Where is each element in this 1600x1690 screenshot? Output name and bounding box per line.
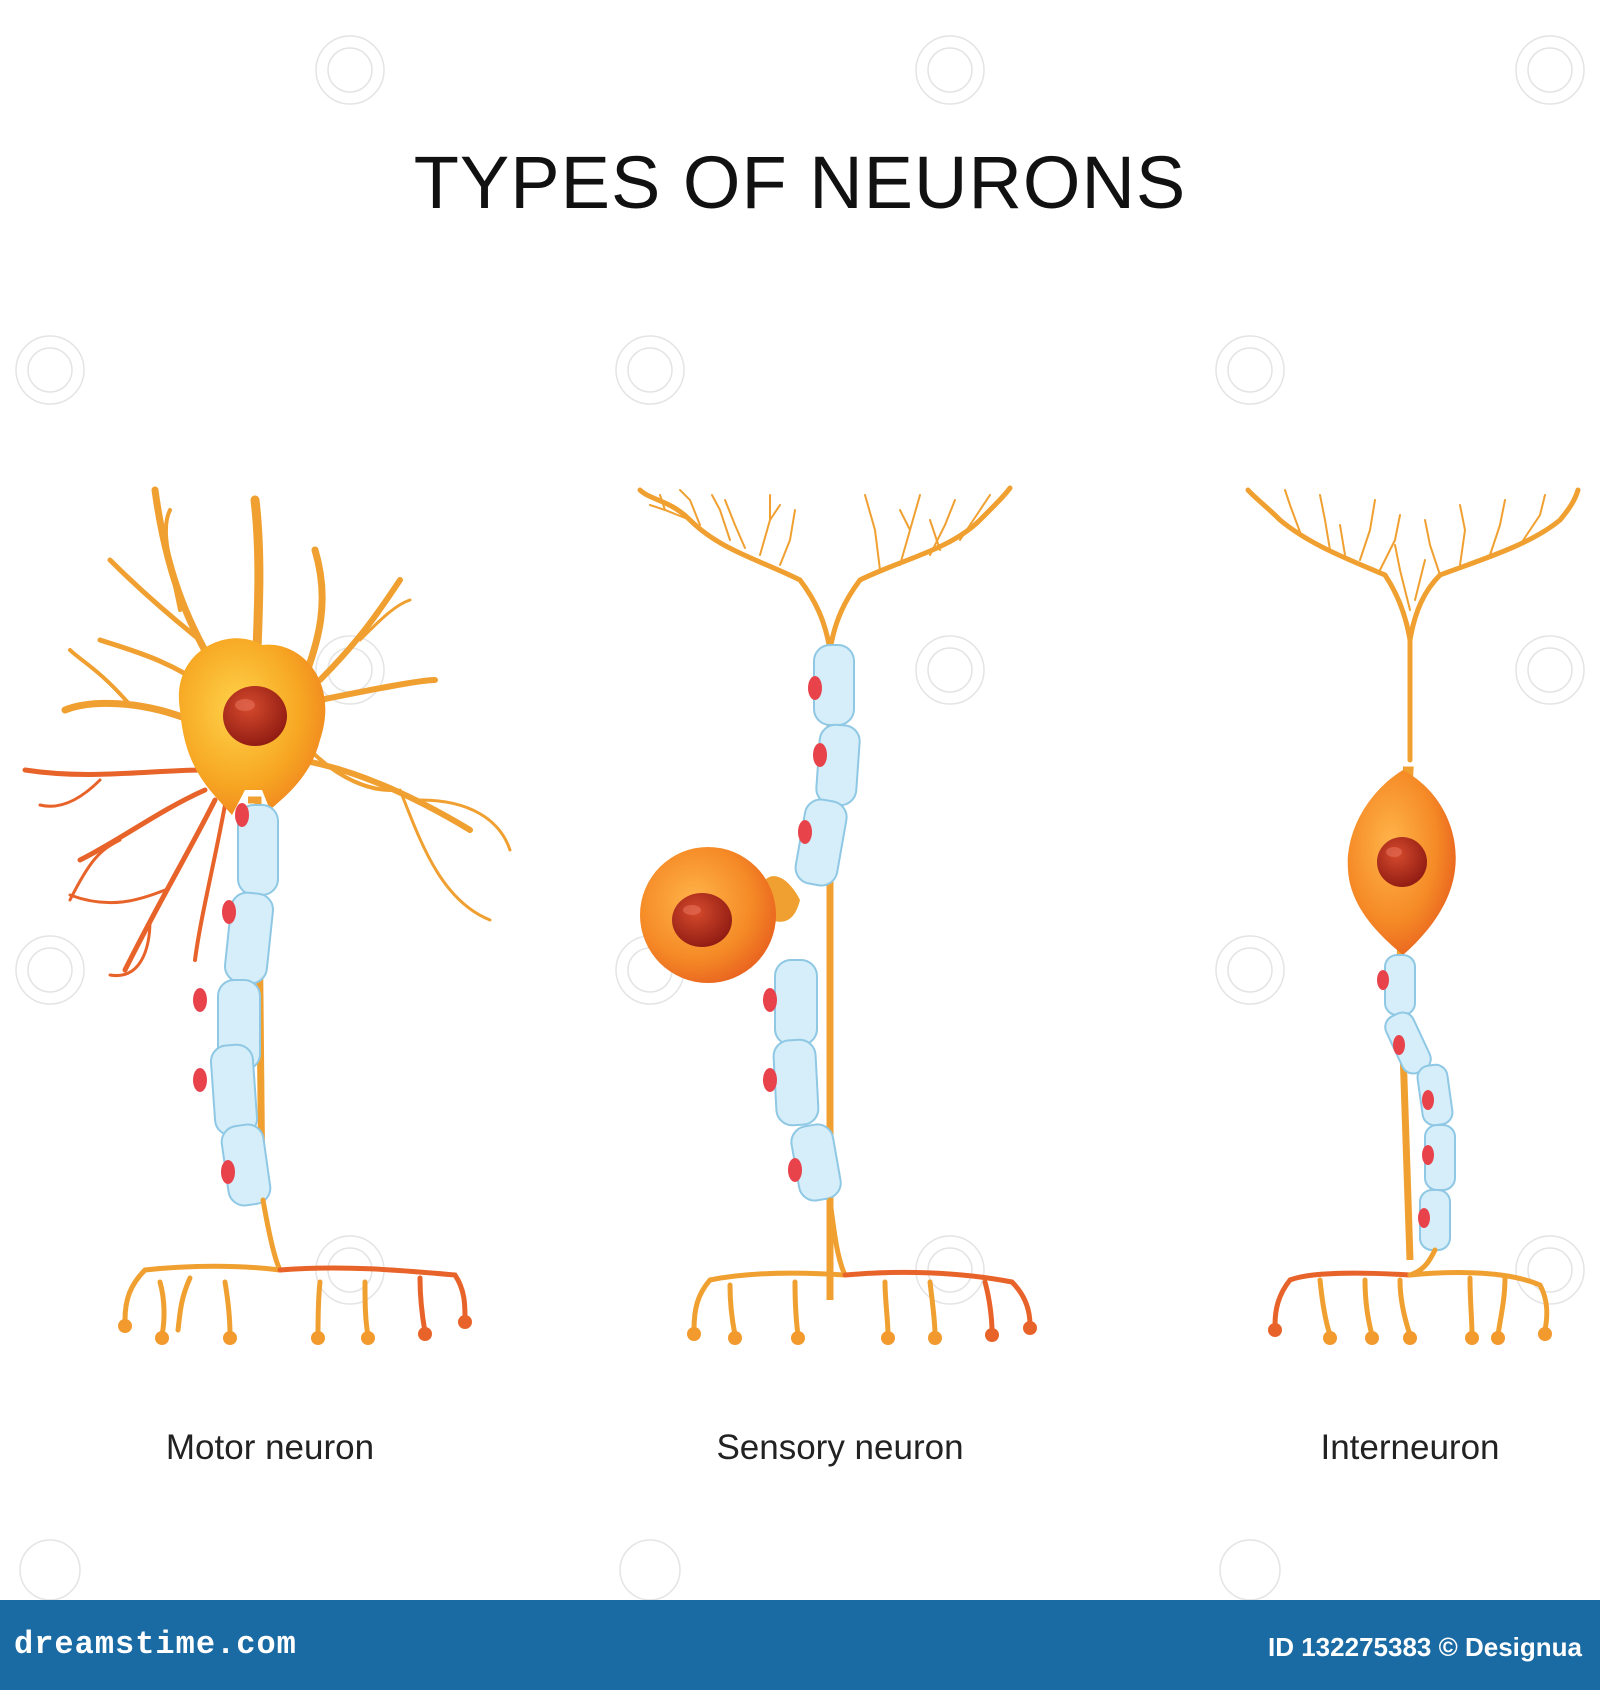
- motor-neuron-label: Motor neuron: [165, 1428, 375, 1467]
- brand-logo[interactable]: dreamstime.com: [14, 1626, 297, 1663]
- interneuron-myelin-sheath: [1384, 954, 1456, 1251]
- motor-red-dendrites: [22, 767, 227, 977]
- interneuron-dendrites: [1245, 487, 1581, 763]
- interneuron: [1245, 487, 1581, 1345]
- interneuron-label: Interneuron: [1320, 1428, 1500, 1467]
- image-credit: ID 132275383 © Designua: [1268, 1632, 1582, 1662]
- interneuron-axon-terminals: [1272, 1247, 1550, 1338]
- sensory-myelin-sheath: [772, 644, 861, 1202]
- motor-nucleus: [223, 686, 287, 746]
- sensory-dendrites: [637, 485, 1013, 653]
- motor-neuron: [22, 486, 512, 1345]
- motor-nodes: [193, 803, 249, 1184]
- interneuron-nucleus: [1377, 837, 1427, 887]
- sensory-axon-terminals: [691, 1197, 1033, 1338]
- sensory-nucleus: [672, 893, 732, 947]
- motor-axon-terminals: [122, 1197, 468, 1338]
- interneuron-terminal-boutons: [1268, 1323, 1552, 1345]
- motor-myelin-sheath: [209, 804, 279, 1207]
- footer-bar: dreamstime.com ID 132275383 © Designua: [0, 1600, 1600, 1690]
- neuron-diagram: [15, 35, 1585, 1600]
- motor-terminal-boutons: [118, 1315, 472, 1345]
- sensory-neuron: [637, 485, 1037, 1345]
- diagram-title: TYPES OF NEURONS: [413, 141, 1187, 224]
- sensory-neuron-label: Sensory neuron: [716, 1428, 964, 1467]
- sensory-terminal-boutons: [687, 1321, 1037, 1345]
- sensory-nodes: [763, 676, 827, 1182]
- interneuron-nodes: [1377, 970, 1434, 1228]
